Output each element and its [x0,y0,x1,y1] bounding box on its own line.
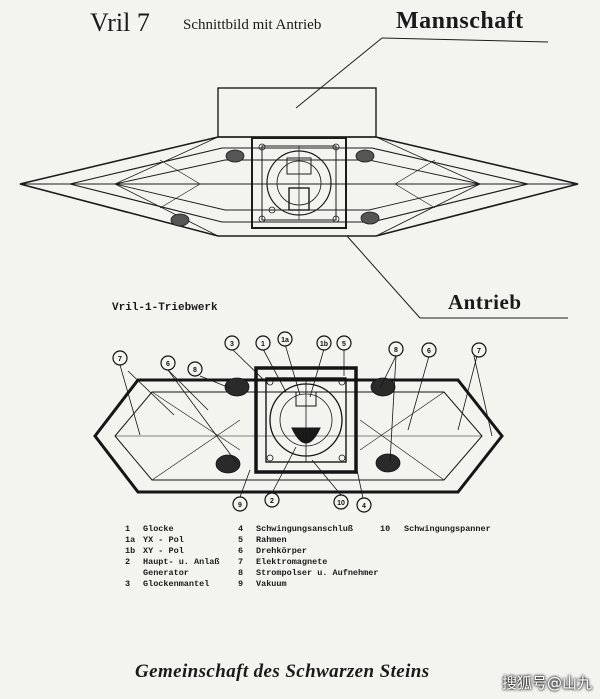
callout-top-1: 1 [255,335,271,351]
callout-bottom-9: 9 [232,496,248,512]
callout-bottom-4: 4 [356,497,372,513]
svg-text:9: 9 [238,502,242,509]
annotation-leaders [295,37,568,319]
svg-text:6: 6 [166,361,170,368]
svg-text:3: 3 [230,341,234,348]
svg-text:5: 5 [342,341,346,348]
callout-top-1b: 1b [316,335,332,351]
engine-title: Vril-1-Triebwerk [112,302,218,314]
svg-text:2: 2 [270,498,274,505]
callout-left-7: 7 [112,350,128,366]
watermark: 搜狐号@山九 [501,674,592,692]
callout-top-1a: 1a [277,331,293,347]
diagram-subtitle: Schnittbild mit Antrieb [183,17,322,33]
svg-text:4: 4 [362,503,366,510]
svg-text:6: 6 [427,348,431,355]
svg-text:1a: 1a [281,337,289,344]
crew-annotation: Mannschaft [396,8,524,34]
svg-text:8: 8 [394,347,398,354]
drive-annotation: Antrieb [448,290,522,314]
callout-left-8: 8 [187,361,203,377]
callout-right-6: 6 [421,342,437,358]
diagram-title: Vril 7 [90,8,150,37]
callout-leaders [119,343,493,504]
callout-markers: 3 1 1a 1b 5 7 6 8 8 6 7 9 2 10 4 [112,331,487,513]
svg-text:1: 1 [261,341,265,348]
callout-right-8: 8 [388,341,404,357]
legend-item: Generator [143,568,189,578]
engine-drawing [93,366,504,494]
svg-text:10: 10 [337,500,345,507]
svg-text:7: 7 [477,348,481,355]
callout-bottom-10: 10 [333,494,349,510]
callout-left-6: 6 [160,355,176,371]
svg-text:8: 8 [193,367,197,374]
callout-top-3: 3 [224,335,240,351]
footer-caption: Gemeinschaft des Schwarzen Steins [135,661,430,682]
svg-text:1b: 1b [320,341,328,348]
callout-top-5: 5 [336,335,352,351]
callout-right-7: 7 [471,342,487,358]
vril7-cross-section [19,87,579,237]
svg-text:7: 7 [118,356,122,363]
callout-bottom-2: 2 [264,492,280,508]
